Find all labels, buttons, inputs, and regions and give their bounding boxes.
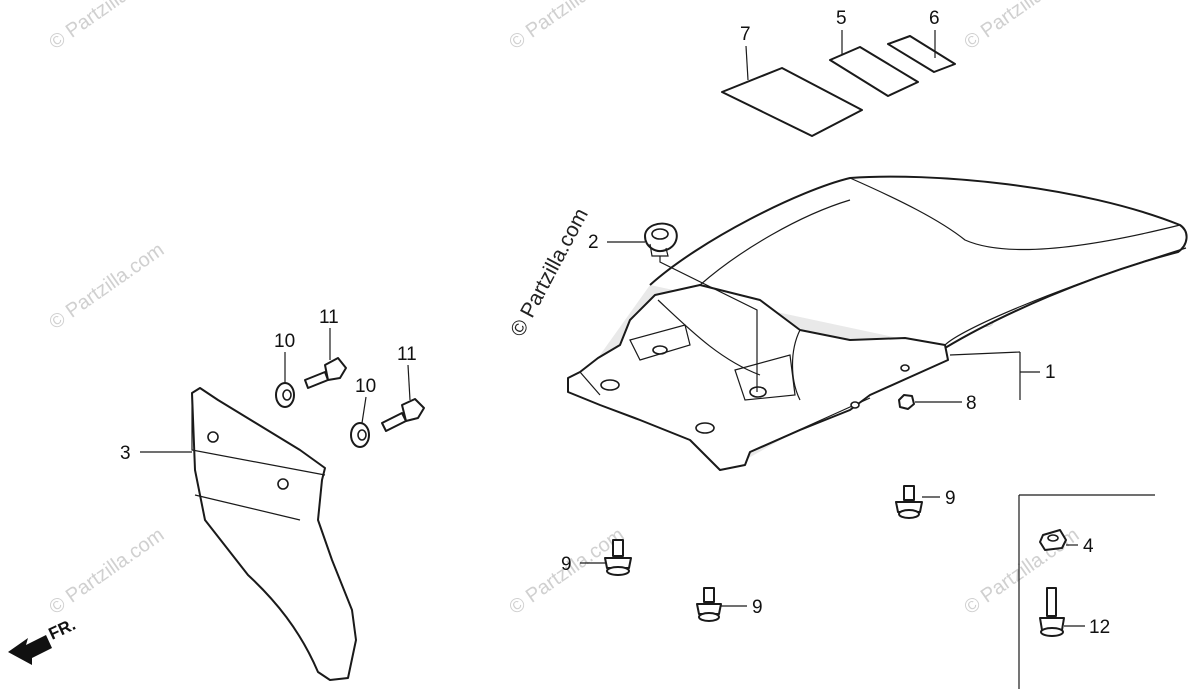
callout-10-b: 10 xyxy=(355,376,376,397)
watermark-overlay: © Partzilla.com xyxy=(506,205,593,341)
callout-11-a: 11 xyxy=(319,307,339,328)
watermark: © Partzilla.com xyxy=(45,0,168,54)
collar-part-10-lower[interactable] xyxy=(350,422,370,448)
watermark: © Partzilla.com xyxy=(45,524,168,619)
arrow-left-icon xyxy=(8,635,52,665)
callout-9-a: 9 xyxy=(945,488,956,509)
bolt-part-9-a[interactable] xyxy=(895,485,923,519)
bolt-part-11-lower[interactable] xyxy=(381,398,425,432)
bolt-part-9-c[interactable] xyxy=(696,587,722,622)
bolt-part-11-upper[interactable] xyxy=(304,357,347,389)
front-direction-arrow: FR. xyxy=(8,615,79,665)
callout-2: 2 xyxy=(588,232,599,253)
callout-10-a: 10 xyxy=(274,331,295,352)
callout-11-b: 11 xyxy=(397,344,417,365)
callout-6: 6 xyxy=(929,8,940,29)
nut-part-4[interactable] xyxy=(1039,529,1067,551)
callout-4: 4 xyxy=(1083,536,1094,557)
callout-3: 3 xyxy=(120,443,131,464)
inset-frame xyxy=(1018,494,1155,689)
bolt-part-9-b[interactable] xyxy=(604,539,632,576)
collar-part-10-upper[interactable] xyxy=(275,382,295,408)
callout-8: 8 xyxy=(966,393,977,414)
bolt-part-12[interactable] xyxy=(1039,587,1065,637)
leader-lines xyxy=(140,30,1085,627)
decal-part-6[interactable] xyxy=(887,35,956,73)
callout-1: 1 xyxy=(1045,362,1056,383)
callout-7: 7 xyxy=(740,24,751,45)
grommet-part-2[interactable] xyxy=(644,222,678,257)
front-label: FR. xyxy=(46,615,79,644)
callout-9-b: 9 xyxy=(561,554,572,575)
callout-5: 5 xyxy=(836,8,847,29)
callout-9-c: 9 xyxy=(752,597,763,618)
decal-part-7[interactable] xyxy=(721,67,863,137)
callout-labels: 1 2 3 4 5 6 7 8 9 9 9 10 10 11 11 12 xyxy=(120,8,1110,638)
watermark: © Partzilla.com xyxy=(960,0,1083,54)
rear-fender-part-1[interactable] xyxy=(567,175,1188,471)
callout-12: 12 xyxy=(1089,617,1110,638)
mud-flap-part-3[interactable] xyxy=(191,387,357,681)
decal-part-5[interactable] xyxy=(829,46,919,97)
nut-part-8[interactable] xyxy=(898,394,915,410)
watermark: © Partzilla.com xyxy=(45,239,168,334)
watermark: © Partzilla.com xyxy=(505,0,628,54)
